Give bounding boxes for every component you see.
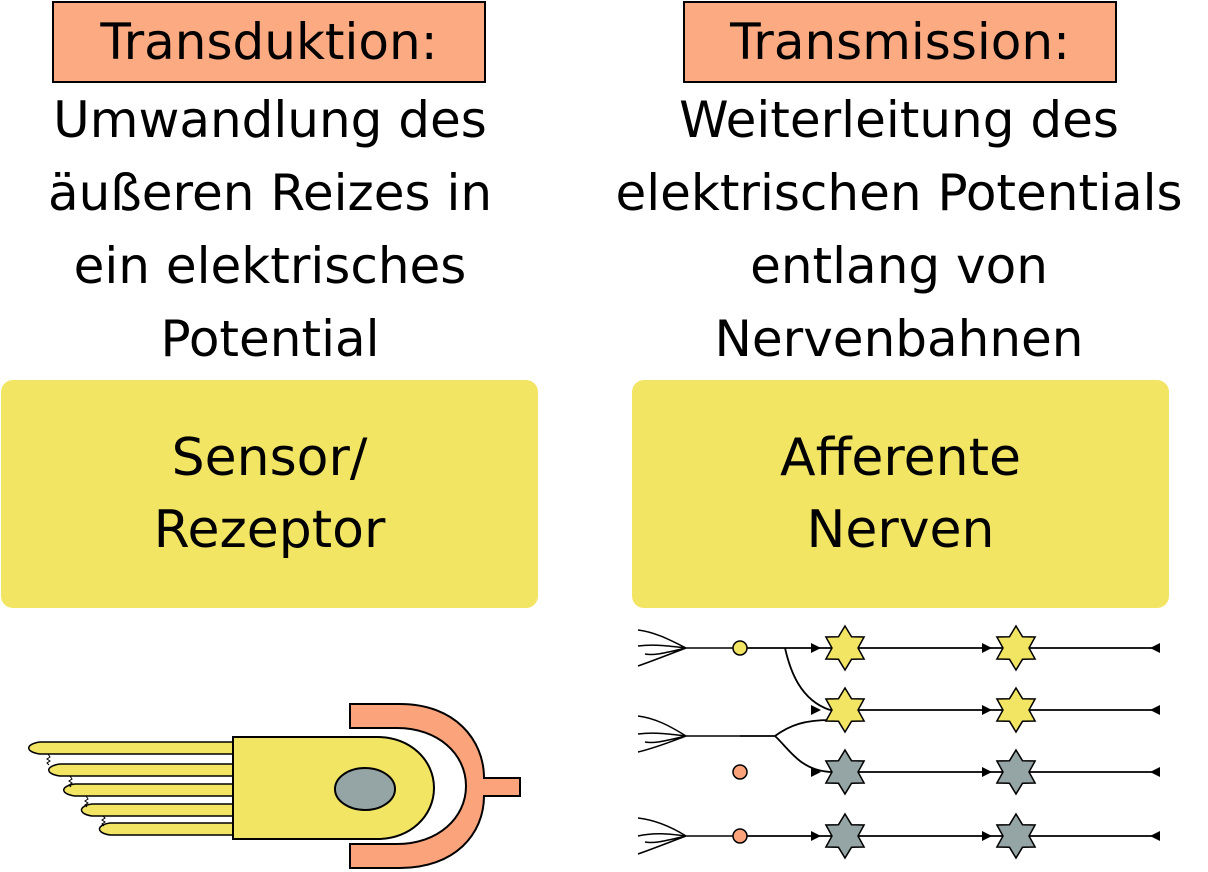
synaptic-terminal (349, 703, 521, 869)
synapse-arrowhead (982, 705, 992, 715)
nerve-cell-star (995, 624, 1037, 672)
receptor-cell-body (232, 736, 436, 840)
transduktion-label-text: Transduktion: (100, 13, 438, 71)
sensor-box-line: Rezeptor (153, 500, 386, 560)
transmission-label: Transmission: (683, 1, 1117, 83)
synapse-arrowhead (811, 705, 821, 715)
description-line: Nervenbahnen (714, 310, 1084, 368)
nerve-elements (732, 624, 1160, 860)
cell-nucleus (334, 767, 396, 811)
nerve-cell-star (824, 812, 866, 860)
nerve-cell-star (995, 748, 1037, 796)
nerve-cell-star (824, 624, 866, 672)
synapse-arrowhead (1150, 705, 1160, 715)
description-line: entlang von (750, 237, 1048, 295)
afferent-box-line: Nerven (806, 500, 995, 560)
nerve-node-circle (732, 764, 748, 780)
receptor-hair-cilia (28, 741, 241, 836)
synapse-arrowhead (811, 831, 821, 841)
synapse-arrowhead (982, 767, 992, 777)
synapse-arrowhead (1150, 831, 1160, 841)
afferent-box-line: Afferente (780, 428, 1021, 488)
nerve-cell-star (824, 686, 866, 734)
transduktion-label: Transduktion: (52, 1, 486, 83)
tip-links (46, 753, 106, 827)
synapse-arrowhead (982, 643, 992, 653)
synapse-arrowhead (1150, 643, 1160, 653)
axon-lines (740, 647, 1160, 837)
sensor-box: Sensor/ Rezeptor (1, 380, 538, 608)
sensor-box-line: Sensor/ (171, 428, 368, 488)
description-line: Weiterleitung des (679, 91, 1119, 149)
synapse-arrowhead (1150, 767, 1160, 777)
transmission-description: Weiterleitung des elektrischen Potential… (590, 84, 1208, 376)
description-line: Umwandlung des (53, 91, 487, 149)
nerve-cell-star (995, 812, 1037, 860)
afferent-nerves-box: Afferente Nerven (632, 380, 1169, 608)
synapse-arrowhead (811, 767, 821, 777)
description-line: ein elektrisches (73, 237, 467, 295)
synapse-arrowhead (982, 831, 992, 841)
transmission-label-text: Transmission: (730, 13, 1070, 71)
dendrite-branches (637, 629, 740, 855)
nerve-cell-star (824, 748, 866, 796)
transduktion-description: Umwandlung des äußeren Reizes in ein ele… (0, 84, 540, 376)
nerve-cell-star (995, 686, 1037, 734)
nerve-node-circle (732, 640, 748, 656)
description-line: elektrischen Potentials (615, 164, 1183, 222)
description-line: Potential (160, 310, 380, 368)
nerve-node-circle (732, 828, 748, 844)
description-line: äußeren Reizes in (47, 164, 493, 222)
synapse-arrowhead (811, 643, 821, 653)
